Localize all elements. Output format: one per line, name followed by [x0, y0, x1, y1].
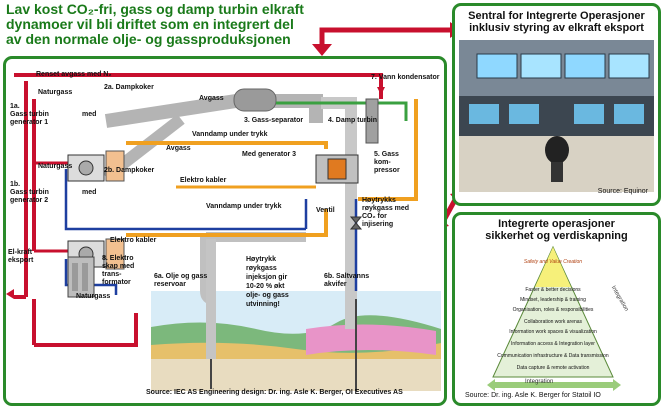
- main-title: Lav kost CO₂-fri, gass og damp turbin el…: [6, 1, 304, 47]
- label-gass-kompressor: 5. Gass kom- pressor: [374, 151, 400, 174]
- label-elektroskap: 8. Elektro skap med trans- formator: [102, 255, 135, 286]
- label-dampkoker-2b: 2b. Dampkoker: [104, 167, 155, 174]
- integrated-ops-title: Integrerte operasjoner sikkerhet og verd…: [485, 218, 628, 242]
- label-ventil: Ventil: [316, 207, 335, 214]
- pyramid-level-3: Organisation, roles & responsibilities: [512, 307, 594, 313]
- label-naturgass-top: Naturgass: [38, 89, 73, 96]
- label-naturgass-bottom: Naturgass: [76, 293, 111, 300]
- label-dampkoker-2a: 2a. Dampkoker: [104, 84, 154, 91]
- label-gt1b: generator 1: [10, 119, 49, 126]
- process-diagram-panel: Renset avgass med N₂ Naturgass 2a. Dampk…: [3, 56, 447, 406]
- pyramid-level-1: Faster & better decisions: [525, 287, 581, 293]
- pyramid-level-2: Mindset, leadership & training: [520, 297, 586, 303]
- label-gt2-num: 1b.: [10, 181, 21, 188]
- label-elektro-kabler2: Elektro kabler: [110, 237, 157, 244]
- pyramid-level-6: Information access & Integration layer: [511, 341, 595, 347]
- process-flow-svg: [6, 73, 441, 391]
- pyramid-level-7: Communication infrastructure & Data tran…: [497, 353, 609, 359]
- label-elektro-kabler1: Elektro kabler: [180, 177, 227, 184]
- label-hoytrykks: Høytrykks røykgass med CO₂ for injiserin…: [362, 197, 410, 228]
- pyramid-level-8: Data capture & remote activation: [516, 365, 590, 371]
- integrated-ops-panel: Integrerte operasjoner sikkerhet og verd…: [452, 212, 661, 406]
- integrated-ops-source: Source: Dr. ing. Asle K. Berger for Stat…: [465, 392, 601, 399]
- label-gt1: Gass turbin: [10, 111, 49, 118]
- label-avgass-diag: Avgass: [166, 145, 191, 152]
- label-gt1-num: 1a.: [10, 103, 20, 110]
- pyramid-apex: Safety and Value Creation: [523, 259, 583, 265]
- pyramid: Safety and Value Creation Faster & bette…: [491, 245, 615, 379]
- pyramid-level-5: Information work spaces & visualization: [509, 329, 597, 335]
- label-olje-gass: 6a. Olje og gass reservoar: [154, 273, 208, 288]
- label-saltvann: 6b. Saltvanns akvifer: [324, 273, 370, 288]
- pyramid-level-4: Collaboration work arenas: [523, 319, 583, 325]
- integration-bottom-label: Integration: [525, 379, 554, 385]
- label-renset-avgass: Renset avgass med N₂: [36, 71, 112, 78]
- integration-arrow: [487, 379, 621, 391]
- connector-arrow-top: [312, 22, 462, 56]
- label-naturgass-mid: Naturgass: [38, 163, 73, 170]
- pyramid-shape: [492, 245, 614, 378]
- label-med2: med: [82, 189, 97, 196]
- label-hoytrykk-note: Høytrykk røykgass injeksjon gir 10-20 % …: [246, 256, 289, 308]
- label-avgass-top: Avgass: [199, 95, 224, 102]
- label-gt2b: generator 2: [10, 197, 49, 204]
- label-med-generator3: Med generator 3: [242, 151, 297, 158]
- main-source: Source: IEC AS Engineering design: Dr. i…: [146, 389, 403, 396]
- control-room-source: Source: Equinor: [597, 188, 648, 195]
- label-gt2: Gass turbin: [10, 189, 49, 196]
- label-vann-kondensator: 7. Vann kondensator: [371, 74, 440, 81]
- label-gass-separator: 3. Gass-separator: [244, 117, 304, 124]
- control-room-panel: Sentral for Integrerte Operasjoner inklu…: [452, 3, 661, 206]
- control-room-photo: [459, 40, 654, 192]
- control-room-title: Sentral for Integrerte Operasjoner inklu…: [468, 10, 645, 34]
- label-vanndamp-top: Vanndamp under trykk: [192, 131, 268, 138]
- label-el-kraft: El-kraft eksport: [8, 249, 34, 264]
- label-med1: med: [82, 111, 97, 118]
- label-vanndamp-bottom: Vanndamp under trykk: [206, 203, 282, 210]
- label-dampturbin: 4. Damp turbin: [328, 117, 378, 124]
